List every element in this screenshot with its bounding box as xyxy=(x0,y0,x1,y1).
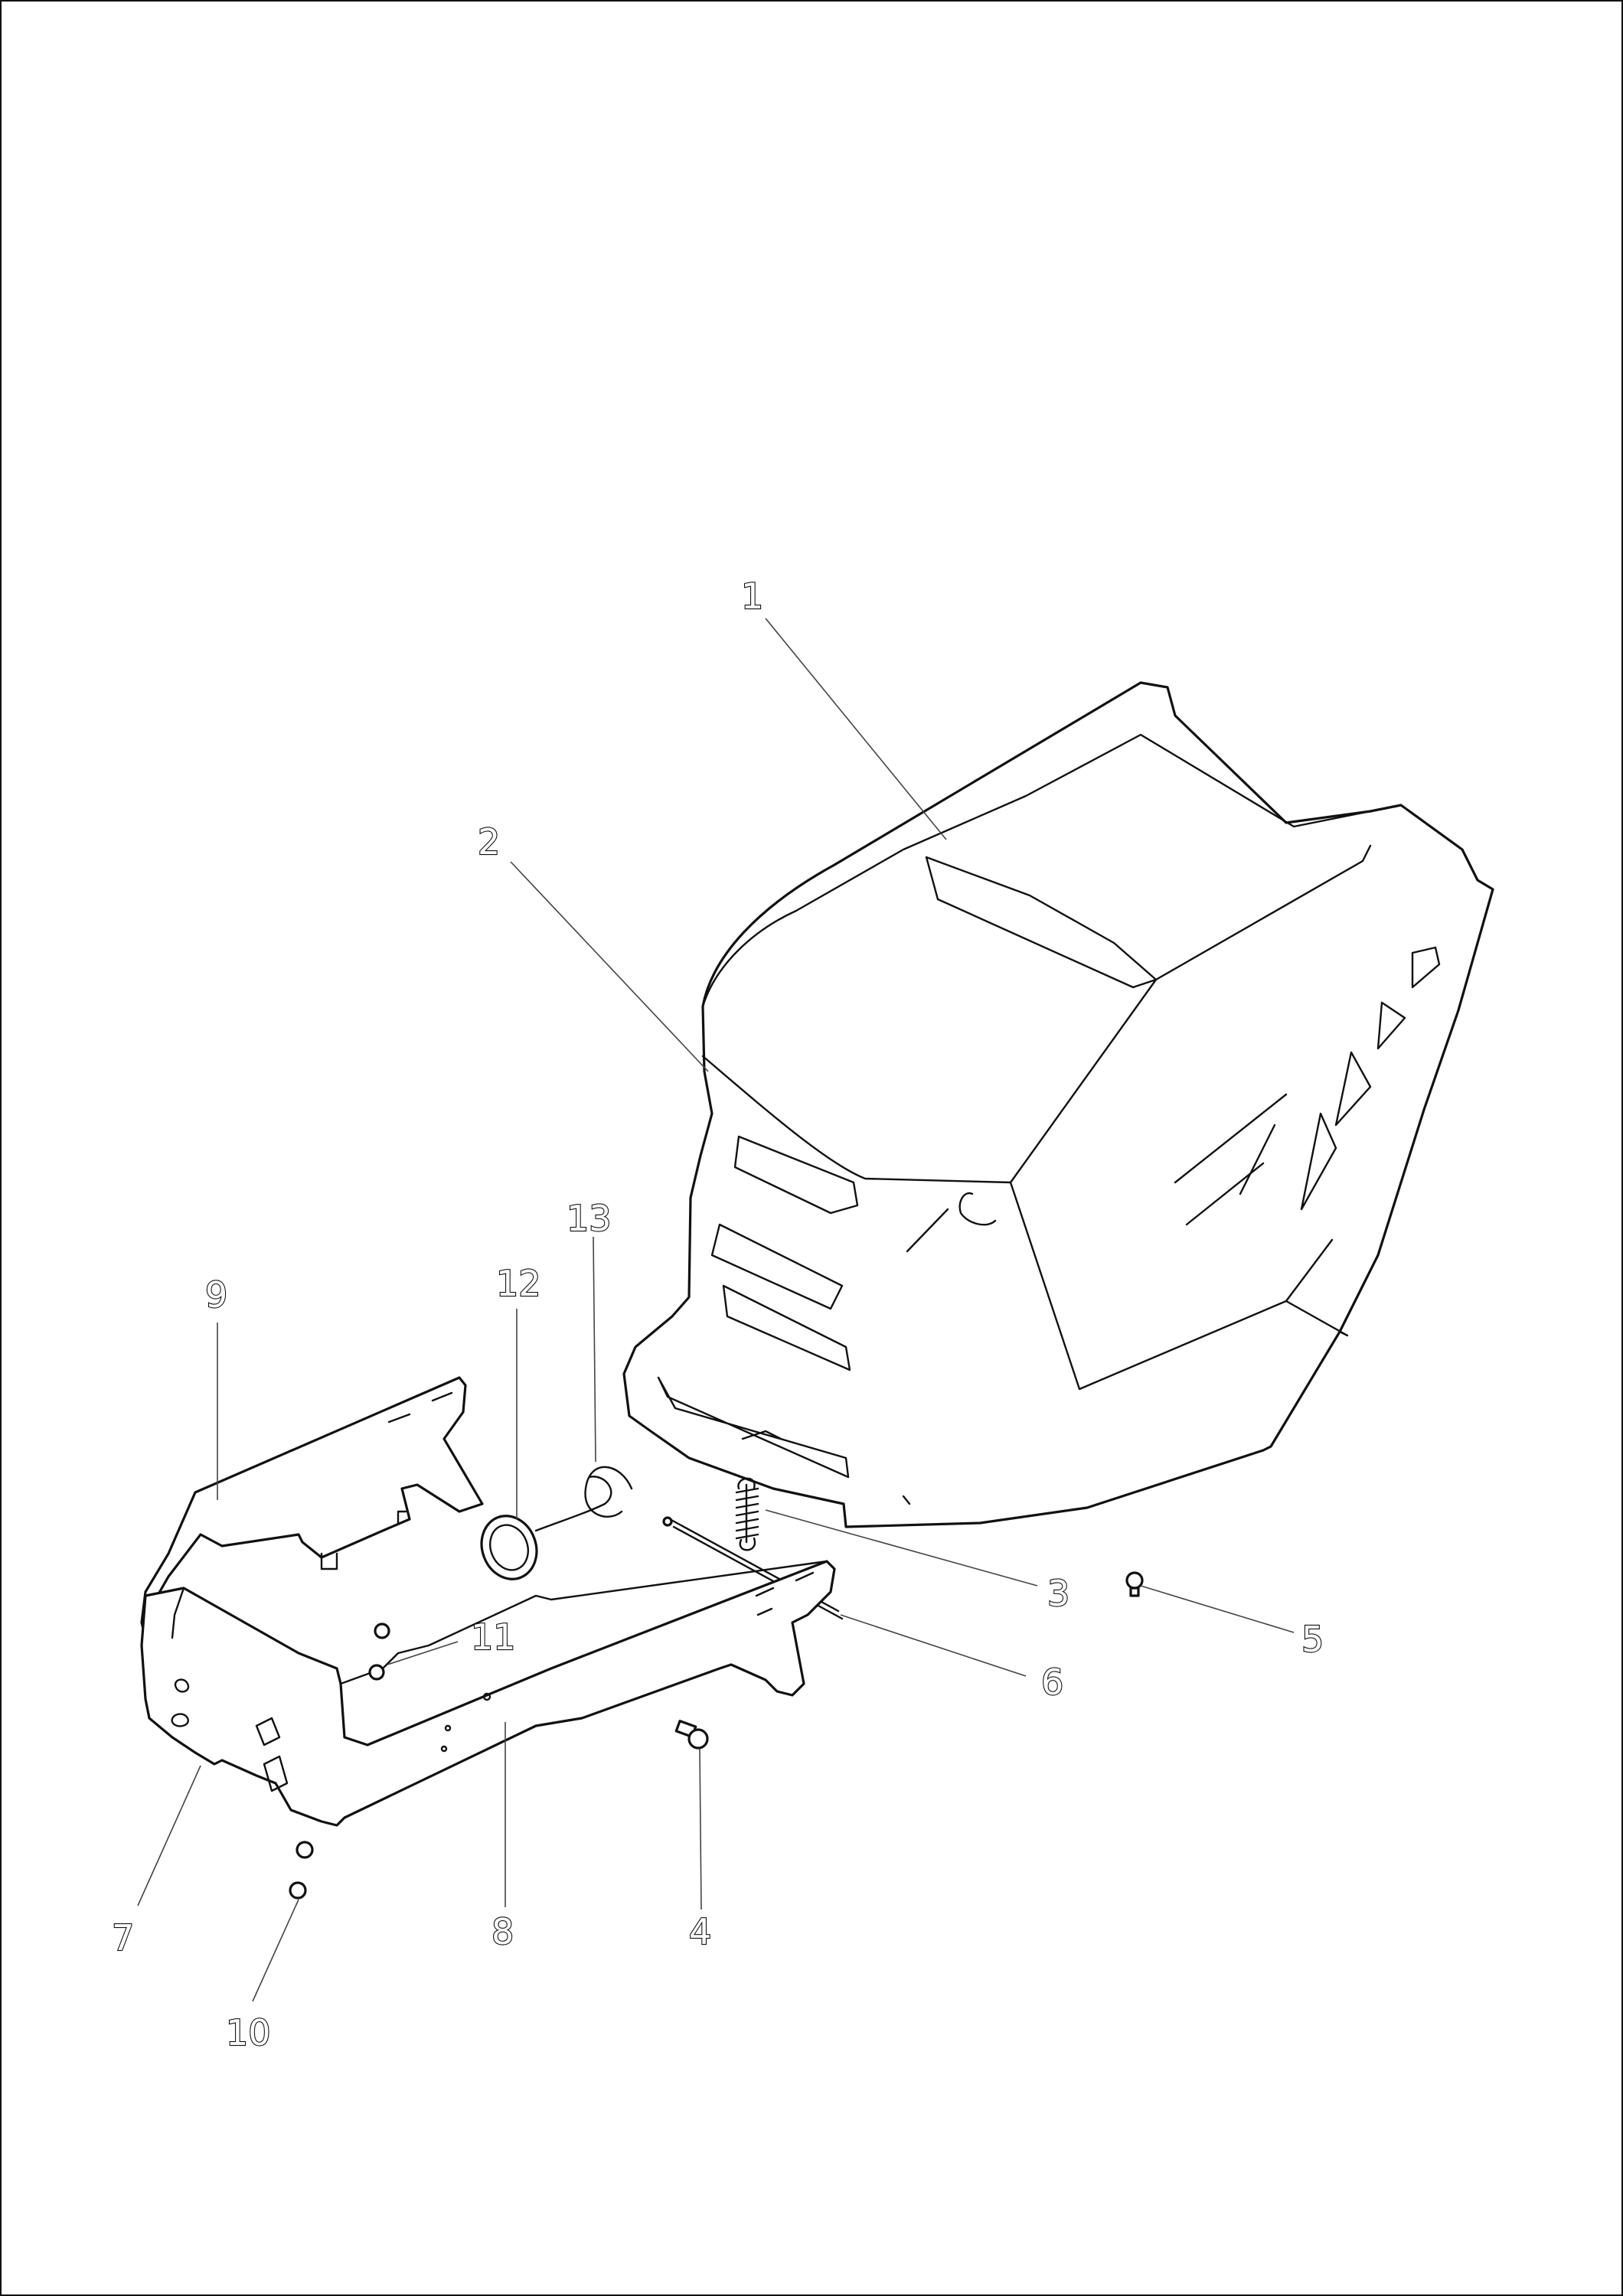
callout-1: 1 xyxy=(741,576,763,617)
callout-6: 6 xyxy=(1041,1662,1063,1703)
callout-5: 5 xyxy=(1301,1619,1324,1660)
grommet-part xyxy=(368,1623,390,1681)
callout-9: 9 xyxy=(205,1274,227,1316)
nut-part xyxy=(1125,1571,1144,1597)
callout-7: 7 xyxy=(112,1917,134,1958)
callout-11: 11 xyxy=(471,1616,516,1658)
ring-clip-part xyxy=(584,1466,633,1518)
lower-bracket-part xyxy=(140,1560,836,1827)
callout-8: 8 xyxy=(491,1911,514,1952)
screw-part xyxy=(289,1841,314,1900)
spring-part xyxy=(735,1477,759,1551)
callout-2: 2 xyxy=(478,821,500,863)
callout-13: 13 xyxy=(567,1198,612,1239)
callout-4: 4 xyxy=(689,1911,711,1952)
callout-3: 3 xyxy=(1047,1573,1069,1614)
light-part xyxy=(480,1476,612,1580)
bolt-part xyxy=(674,1720,709,1750)
callout-10: 10 xyxy=(226,2012,271,2053)
leader-lines xyxy=(137,618,1295,2002)
hood-part xyxy=(622,681,1494,1528)
callout-labels: 1 2 3 4 5 6 7 8 9 10 11 12 13 xyxy=(111,575,1324,2054)
callout-12: 12 xyxy=(496,1263,541,1304)
